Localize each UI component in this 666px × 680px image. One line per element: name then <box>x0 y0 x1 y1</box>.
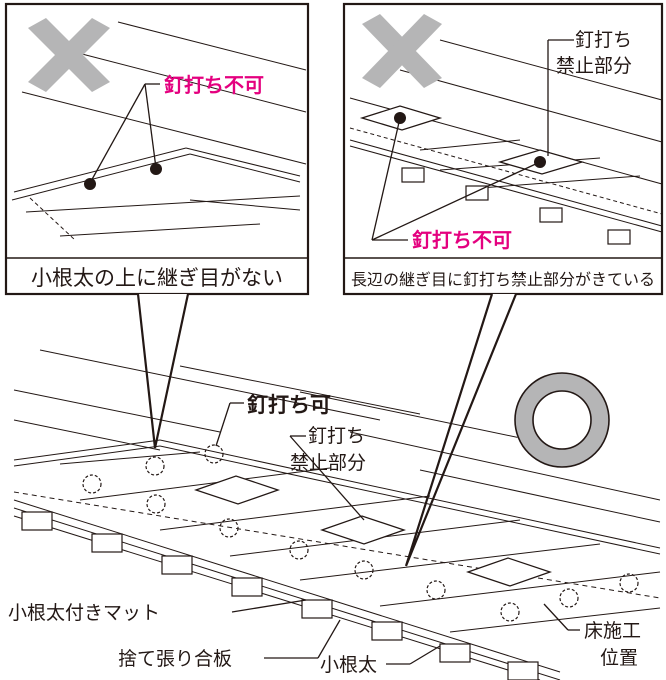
leader-lines <box>215 402 580 665</box>
cross-mark-left <box>28 18 110 92</box>
right-callout: 釘打ち不可 <box>412 228 512 252</box>
circle-ok-mark <box>514 372 610 468</box>
right-panel: 釘打ち 禁止部分 釘打ち不可 長辺の継ぎ目に釘打ち禁止部分がきている <box>342 2 664 296</box>
nail-point <box>534 156 546 168</box>
floor-position-line2: 位置 <box>600 647 638 669</box>
main-drawing: 釘打ち可 釘打ち 禁止部分 小根太付きマット 捨て張り合板 小根太 床施工 位置 <box>8 349 661 680</box>
nail-point <box>84 178 96 190</box>
no-nail-zones <box>193 475 553 587</box>
no-nail-label-line1: 釘打ち <box>308 425 365 447</box>
right-label-line1: 釘打ち <box>575 29 632 51</box>
left-caption: 小根太の上に継ぎ目がない <box>31 266 283 290</box>
nailing-ok-label: 釘打ち可 <box>247 393 331 417</box>
nailing-points <box>82 444 639 622</box>
joist-blocks <box>21 511 539 680</box>
right-caption: 長辺の継ぎ目に釘打ち禁止部分がきている <box>351 270 655 289</box>
mat-label: 小根太付きマット <box>8 602 160 624</box>
joist-label: 小根太 <box>320 654 377 676</box>
no-nail-label-line2: 禁止部分 <box>290 452 366 474</box>
left-callout: 釘打ち不可 <box>164 73 264 97</box>
nail-point <box>150 163 162 175</box>
left-panel: 釘打ち不可 小根太の上に継ぎ目がない <box>4 2 310 296</box>
floor-position-line1: 床施工 <box>584 620 641 642</box>
right-label-line2: 禁止部分 <box>556 55 632 77</box>
cross-mark-right <box>362 14 442 88</box>
nail-point <box>394 112 406 124</box>
callout-pointers <box>136 293 518 567</box>
plywood-label: 捨て張り合板 <box>118 648 232 670</box>
